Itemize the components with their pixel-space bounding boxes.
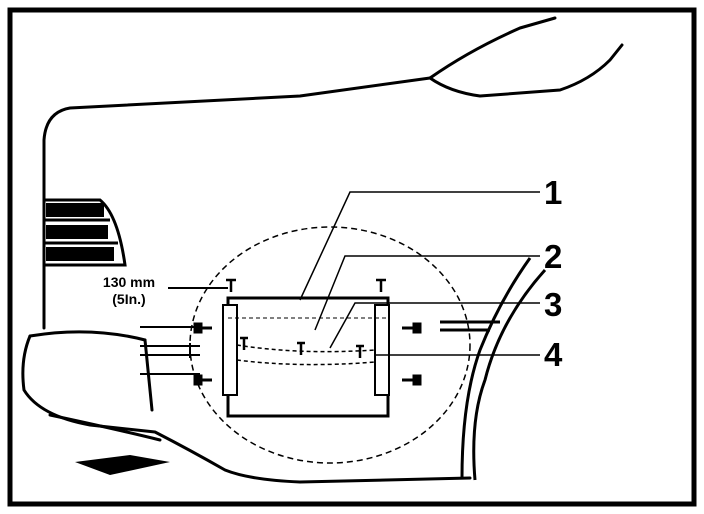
- detail-circle: [189, 226, 471, 464]
- tail-light: [44, 198, 127, 267]
- screws: [226, 278, 386, 358]
- wheel-arch: [440, 257, 547, 481]
- dimension-value: 130 mm: [102, 274, 156, 290]
- repair-panel: [222, 296, 390, 418]
- callout-1: 1: [544, 174, 563, 211]
- side-fasteners: [193, 322, 422, 386]
- mud-flap: [75, 455, 170, 475]
- leader-lines: [299, 191, 540, 356]
- dimension-alt-value: (5In.): [112, 291, 146, 307]
- callout-2: 2: [544, 238, 563, 275]
- car-body: [21, 16, 624, 484]
- callout-3: 3: [544, 286, 563, 323]
- callout-4: 4: [544, 336, 563, 373]
- figure-frame: [7, 7, 697, 507]
